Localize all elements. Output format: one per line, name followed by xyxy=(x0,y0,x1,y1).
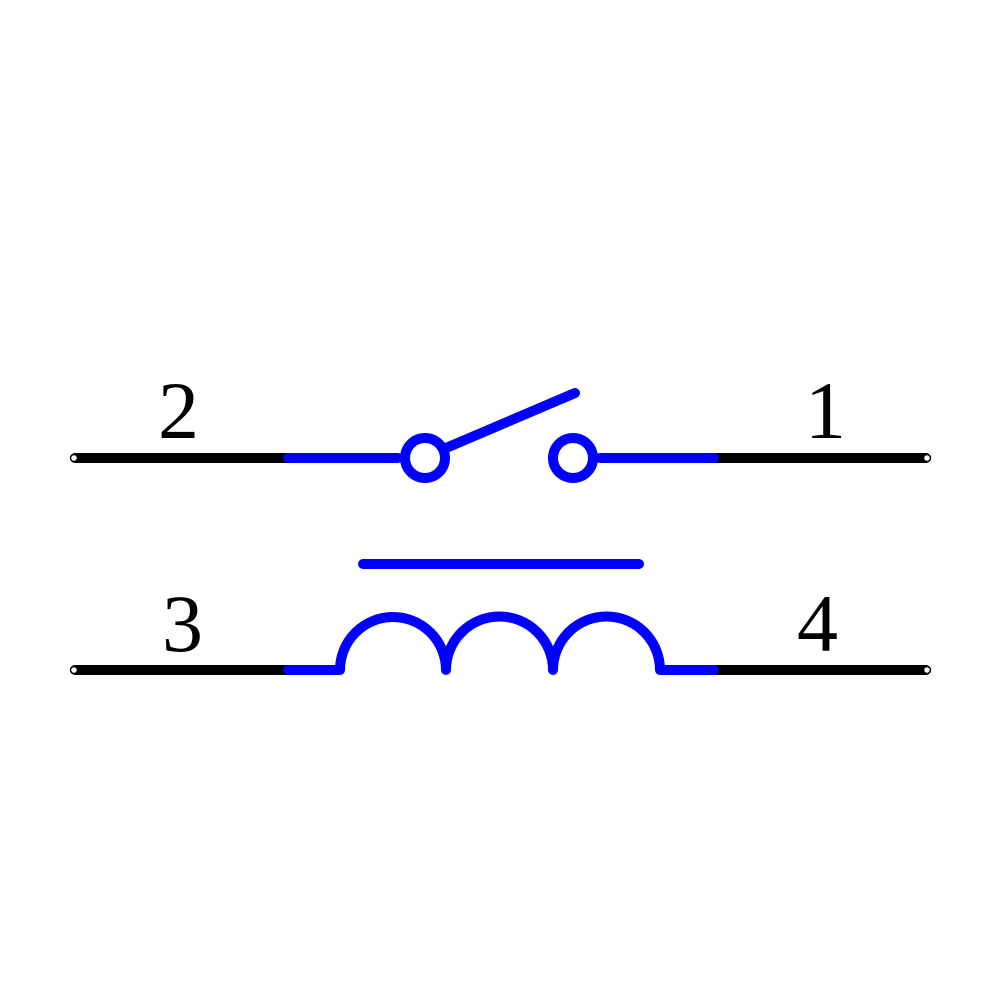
switch-contact-left-icon xyxy=(400,433,450,483)
coil-icon xyxy=(283,611,719,675)
pin-label-1: 1 xyxy=(805,365,846,456)
pin-label-4: 4 xyxy=(797,578,838,669)
pin-label-3: 3 xyxy=(162,578,203,669)
switch-lever xyxy=(441,388,580,453)
pin-1-endpoint[interactable] xyxy=(922,453,932,463)
pin-3-endpoint[interactable] xyxy=(69,665,79,675)
pin-label-2: 2 xyxy=(158,365,199,456)
switch-contact-right-icon xyxy=(548,433,598,483)
pin-2-endpoint[interactable] xyxy=(69,453,79,463)
pin-4-endpoint[interactable] xyxy=(922,665,932,675)
